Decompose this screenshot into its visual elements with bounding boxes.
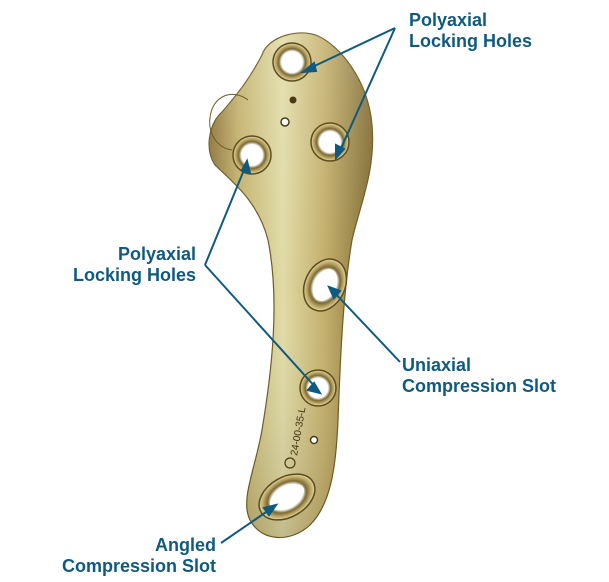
label-polyaxial-top-line1: Polyaxial <box>409 10 532 31</box>
leader-line-left-a <box>205 165 246 265</box>
label-uniaxial-slot: Uniaxial Compression Slot <box>402 355 556 397</box>
kwire-hole-1 <box>290 97 297 104</box>
locking-hole-top <box>273 43 311 81</box>
label-polyaxial-left-line1: Polyaxial <box>36 244 196 265</box>
label-polyaxial-left-line2: Locking Holes <box>36 265 196 286</box>
label-uniaxial-line1: Uniaxial <box>402 355 556 376</box>
label-angled-line2: Compression Slot <box>20 556 216 577</box>
label-uniaxial-line2: Compression Slot <box>402 376 556 397</box>
kwire-hole-2 <box>281 118 289 126</box>
label-polyaxial-top: Polyaxial Locking Holes <box>409 10 532 52</box>
plate-shading <box>209 33 373 538</box>
label-polyaxial-top-line2: Locking Holes <box>409 31 532 52</box>
locking-hole-left <box>233 136 271 174</box>
label-polyaxial-left: Polyaxial Locking Holes <box>36 244 196 286</box>
kwire-hole-3 <box>311 437 318 444</box>
label-angled-line1: Angled <box>20 535 216 556</box>
label-angled-slot: Angled Compression Slot <box>20 535 216 577</box>
